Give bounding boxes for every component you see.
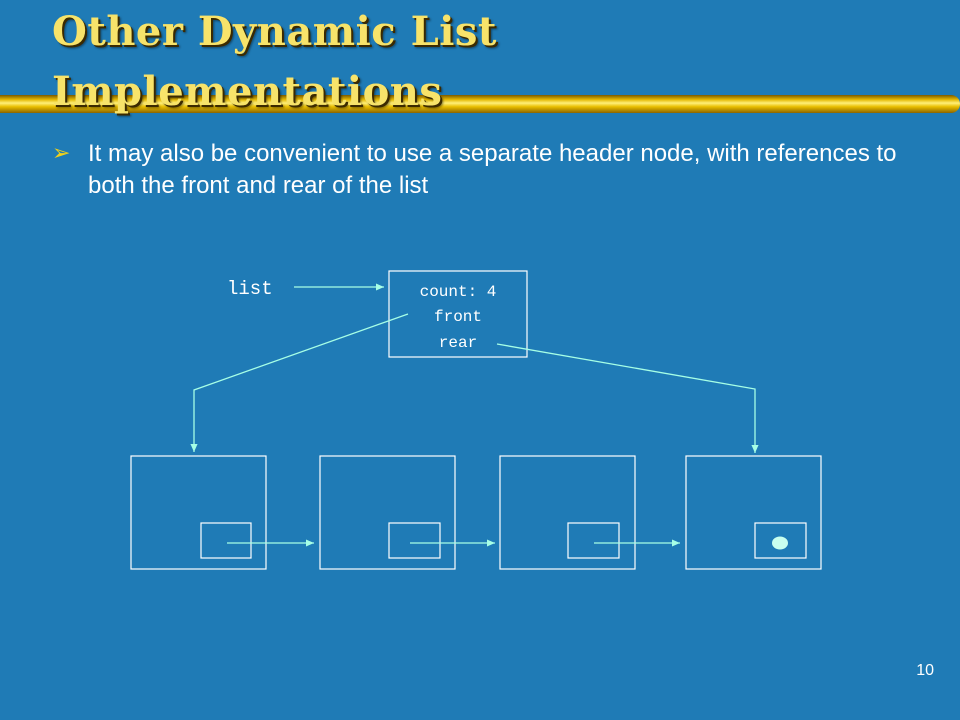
front-reference-arrow (190, 313, 409, 452)
header-count-field: count: 4 (420, 283, 497, 301)
list-label: list (227, 278, 273, 300)
node-4-next-field (754, 522, 807, 559)
page-number: 10 (916, 662, 934, 679)
list-node-2 (319, 455, 456, 570)
null-dot-icon (772, 536, 788, 550)
list-node-4 (685, 455, 822, 570)
title-line-1: Other Dynamic List (52, 8, 497, 55)
list-node-3 (499, 455, 636, 570)
node-3-next-field (567, 522, 620, 559)
list-node-1 (130, 455, 267, 570)
rear-reference-arrow (496, 343, 759, 453)
header-node (388, 270, 528, 358)
slide-title: Other Dynamic List Implementations (52, 2, 497, 122)
arrow-right-bullet-icon: ➢ (52, 140, 71, 165)
bullet-text: It may also be convenient to use a separ… (88, 140, 897, 199)
node-1-next-field (200, 522, 252, 559)
header-rear-field: rear (439, 334, 477, 352)
title-line-2: Implementations (52, 68, 443, 115)
title-underline-bar (0, 95, 960, 113)
node-2-next-field (388, 522, 441, 559)
header-front-field: front (434, 308, 482, 326)
bullet-item: ➢ It may also be convenient to use a sep… (52, 138, 932, 202)
